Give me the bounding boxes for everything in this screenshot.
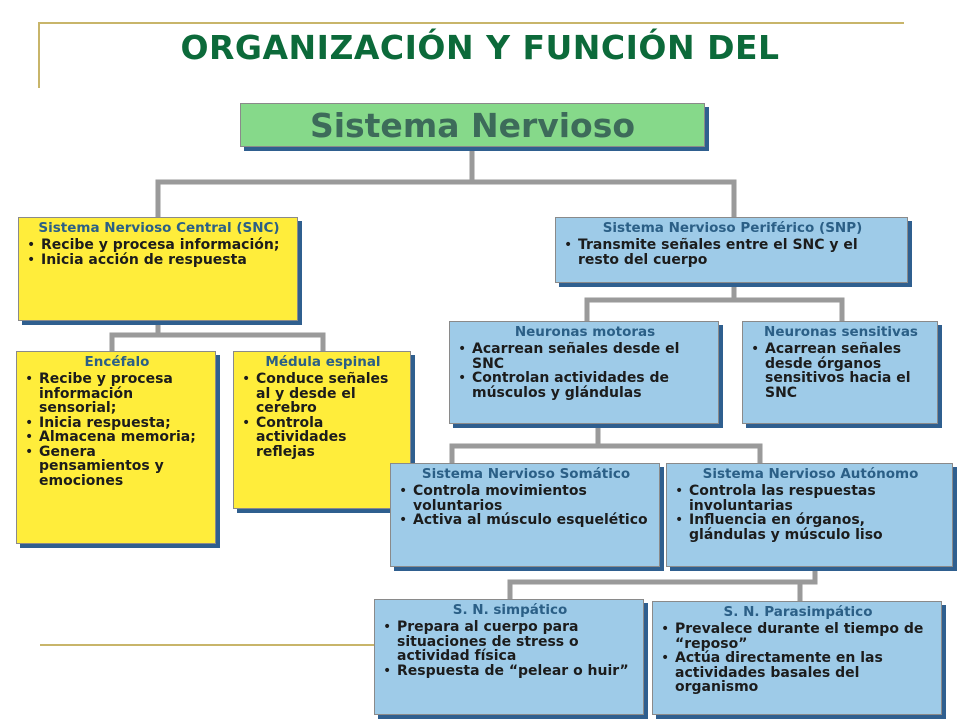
sistema-nervioso-box: Sistema Nervioso — [240, 103, 705, 147]
neuronas-motoras-item: Acarrean señales desde el SNC — [458, 342, 712, 371]
neuronas-motoras-box: Neuronas motoras Acarrean señales desde … — [449, 321, 719, 424]
somatico-title: Sistema Nervioso Somático — [421, 466, 631, 482]
medula-list: Conduce señales al y desde el cerebro Co… — [242, 372, 404, 459]
decorative-bottom-line — [40, 644, 380, 646]
simpatico-item: Respuesta de “pelear o huir” — [383, 663, 637, 679]
parasimpatico-title: S. N. Parasimpático — [723, 604, 873, 620]
neuronas-sensitivas-box: Neuronas sensitivas Acarrean señales des… — [742, 321, 938, 424]
encefalo-item: Recibe y procesa información sensorial; — [25, 372, 209, 416]
simpatico-title: S. N. simpático — [452, 602, 568, 618]
neuronas-sensitivas-title: Neuronas sensitivas — [764, 324, 918, 340]
snp-item: Transmite señales entre el SNC y el rest… — [564, 238, 901, 267]
snp-box: Sistema Nervioso Periférico (SNP) Transm… — [555, 217, 908, 283]
encefalo-box: Encéfalo Recibe y procesa información se… — [16, 351, 216, 544]
neuronas-motoras-list: Acarrean señales desde el SNC Controlan … — [458, 342, 712, 400]
autonomo-item: Influencia en órganos, glándulas y múscu… — [675, 513, 946, 542]
medula-item: Conduce señales al y desde el cerebro — [242, 372, 404, 416]
encefalo-list: Recibe y procesa información sensorial; … — [25, 372, 209, 488]
neuronas-motoras-title: Neuronas motoras — [514, 324, 656, 340]
snp-title: Sistema Nervioso Periférico (SNP) — [602, 220, 863, 236]
snc-title: Sistema Nervioso Central (SNC) — [38, 220, 280, 236]
snc-list: Recibe y procesa información; Inicia acc… — [27, 238, 291, 267]
encefalo-item: Inicia respuesta; — [25, 415, 209, 431]
medula-title: Médula espinal — [265, 354, 381, 370]
simpatico-item: Prepara al cuerpo para situaciones de st… — [383, 620, 637, 664]
parasimpatico-item: Actúa directamente en las actividades ba… — [661, 651, 935, 695]
autonomo-item: Controla las respuestas involuntarias — [675, 484, 946, 513]
parasimpatico-item: Prevalece durante el tiempo de “reposo” — [661, 622, 935, 651]
autonomo-list: Controla las respuestas involuntarias In… — [675, 484, 946, 542]
medula-box: Médula espinal Conduce señales al y desd… — [233, 351, 411, 509]
encefalo-item: Almacena memoria; — [25, 430, 209, 445]
snc-item: Inicia acción de respuesta — [27, 252, 291, 268]
encefalo-title: Encéfalo — [84, 354, 150, 370]
parasimpatico-box: S. N. Parasimpático Prevalece durante el… — [652, 601, 942, 715]
page-title: ORGANIZACIÓN Y FUNCIÓN DEL — [180, 28, 780, 67]
somatico-item: Activa al músculo esquelético — [399, 513, 653, 528]
simpatico-box: S. N. simpático Prepara al cuerpo para s… — [374, 599, 644, 715]
neuronas-sensitivas-list: Acarrean señales desde órganos sensitivo… — [751, 342, 931, 400]
snc-item: Recibe y procesa información; — [27, 238, 291, 253]
decorative-left-line — [38, 22, 40, 88]
medula-item: Controla actividades reflejas — [242, 415, 404, 460]
somatico-item: Controla movimientos voluntarios — [399, 484, 653, 513]
parasimpatico-list: Prevalece durante el tiempo de “reposo” … — [661, 622, 935, 695]
somatico-box: Sistema Nervioso Somático Controla movim… — [390, 463, 660, 567]
sistema-nervioso-label: Sistema Nervioso — [309, 105, 636, 145]
snc-box: Sistema Nervioso Central (SNC) Recibe y … — [18, 217, 298, 321]
decorative-top-line — [40, 22, 904, 24]
neuronas-motoras-item: Controlan actividades de músculos y glán… — [458, 371, 712, 400]
snp-list: Transmite señales entre el SNC y el rest… — [564, 238, 901, 267]
neuronas-sensitivas-item: Acarrean señales desde órganos sensitivo… — [751, 342, 931, 400]
somatico-list: Controla movimientos voluntarios Activa … — [399, 484, 653, 528]
encefalo-item: Genera pensamientos y emociones — [25, 444, 209, 489]
simpatico-list: Prepara al cuerpo para situaciones de st… — [383, 620, 637, 678]
autonomo-box: Sistema Nervioso Autónomo Controla las r… — [666, 463, 953, 567]
autonomo-title: Sistema Nervioso Autónomo — [702, 466, 919, 482]
